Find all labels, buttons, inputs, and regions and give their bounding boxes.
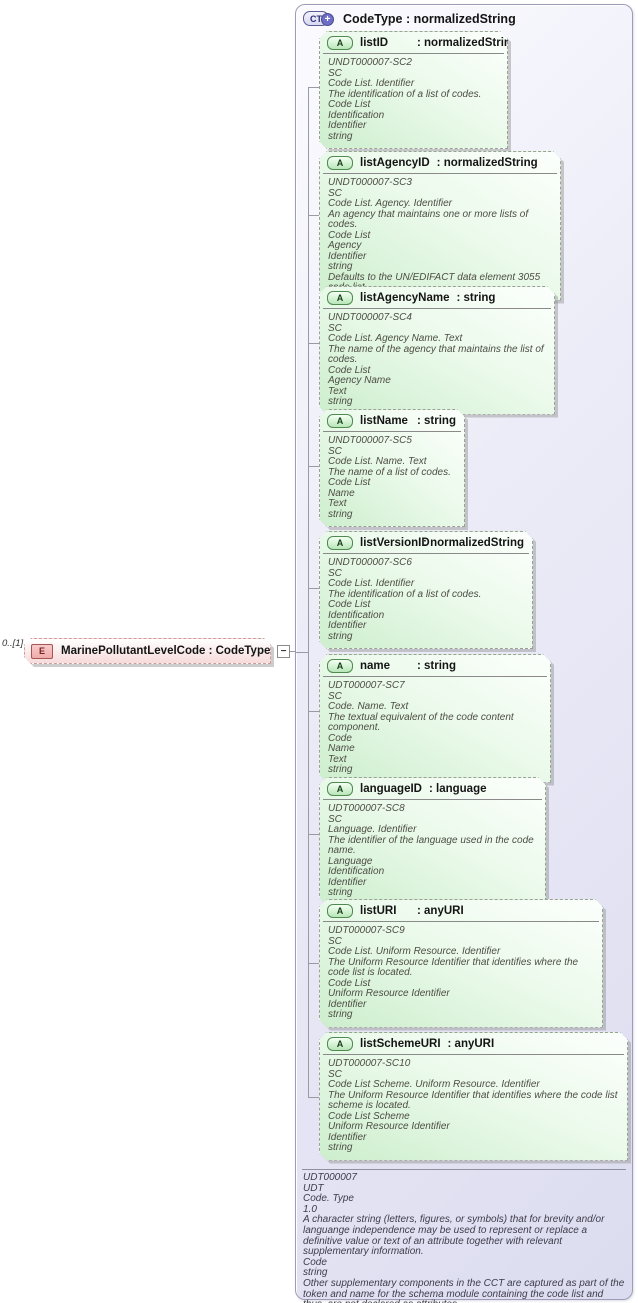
attribute-box-listid[interactable]: A listID : normalizedString UNDT000007-S… — [319, 31, 508, 149]
element-label: MarinePollutantLevelCode : CodeType — [61, 645, 271, 657]
divider — [323, 53, 504, 54]
attribute-annotation: UDT000007-SC9 SC Code List. Uniform Reso… — [328, 925, 579, 1020]
attribute-type: : string — [456, 292, 496, 304]
element-box-marinepollutantlevelcode[interactable]: E MarinePollutantLevelCode : CodeType — [24, 638, 271, 664]
attribute-annotation: UNDT000007-SC4 SC Code List. Agency Name… — [328, 312, 544, 407]
attribute-annotation: UDT000007-SC10 SC Code List Scheme. Unif… — [328, 1058, 618, 1153]
connector-line — [308, 215, 319, 216]
divider — [323, 921, 599, 922]
connector-line — [308, 343, 319, 344]
footer-divider — [302, 1169, 626, 1170]
attribute-name: listVersionID — [360, 537, 430, 549]
divider — [323, 799, 542, 800]
attribute-box-languageid[interactable]: A languageID : language UDT000007-SC8 SC… — [319, 777, 546, 906]
complextype-icon: CT + — [303, 11, 334, 26]
attribute-annotation: UDT000007-SC7 SC Code. Name. Text The te… — [328, 680, 514, 775]
collapse-toggle-button[interactable]: − — [277, 645, 290, 658]
attribute-box-listversionid[interactable]: A listVersionID : normalizedString UNDT0… — [319, 531, 533, 649]
connector-line — [308, 1097, 319, 1098]
complextype-annotation: UDT000007 UDT Code. Type 1.0 A character… — [303, 1172, 625, 1303]
divider — [323, 308, 551, 309]
connector-line — [308, 711, 319, 712]
attribute-name: listAgencyID — [360, 157, 430, 169]
attribute-annotation: UDT000007-SC8 SC Language. Identifier Th… — [328, 803, 534, 898]
plus-icon: + — [321, 13, 334, 26]
attribute-icon: A — [327, 291, 353, 305]
divider — [323, 1054, 624, 1055]
attribute-annotation: UNDT000007-SC2 SC Code List. Identifier … — [328, 57, 482, 142]
attribute-name: listID — [360, 37, 389, 49]
complextype-box-codetype[interactable]: CT + CodeType : normalizedString A listI… — [295, 4, 633, 1303]
divider — [323, 553, 529, 554]
attribute-name: listAgencyName — [360, 292, 450, 304]
attribute-box-name[interactable]: A name : string UDT000007-SC7 SC Code. N… — [319, 654, 551, 783]
attribute-icon: A — [327, 156, 353, 170]
element-icon: E — [31, 644, 53, 659]
attribute-type: : string — [417, 660, 456, 672]
attribute-name: listURI — [360, 905, 397, 917]
connector-line — [308, 87, 319, 88]
attribute-icon: A — [327, 659, 353, 673]
complextype-icon-label: CT — [310, 13, 322, 24]
attribute-box-listagencyname[interactable]: A listAgencyName : string UNDT000007-SC4… — [319, 286, 555, 415]
attribute-annotation: UNDT000007-SC3 SC Code List. Agency. Ide… — [328, 177, 541, 283]
attribute-type: : normalizedString — [417, 37, 518, 49]
attribute-type: : string — [417, 415, 456, 427]
attribute-icon: A — [327, 414, 353, 428]
divider — [323, 676, 547, 677]
connector-line — [296, 652, 308, 653]
attribute-box-listschemeuri[interactable]: A listSchemeURI : anyURI UDT000007-SC10 … — [319, 1032, 628, 1161]
attribute-type: : normalizedString — [423, 537, 524, 549]
connector-line — [308, 963, 319, 964]
attribute-name: languageID — [360, 783, 422, 795]
attribute-icon: A — [327, 1037, 353, 1051]
cardinality-label: 0..[1] — [2, 638, 24, 649]
attribute-annotation: UNDT000007-SC5 SC Code List. Name. Text … — [328, 435, 451, 520]
attribute-type: : anyURI — [417, 905, 464, 917]
divider — [323, 431, 461, 432]
attribute-name: listName — [360, 415, 408, 427]
attribute-type: : language — [428, 783, 487, 795]
attribute-type: : anyURI — [447, 1038, 495, 1050]
attribute-icon: A — [327, 904, 353, 918]
connector-spine-line — [308, 87, 309, 1098]
attribute-icon: A — [327, 782, 353, 796]
attribute-name: name — [360, 660, 391, 672]
attribute-box-listagencyid[interactable]: A listAgencyID : normalizedString UNDT00… — [319, 151, 561, 301]
attribute-type: : normalizedString — [436, 157, 538, 169]
complextype-title: CodeType : normalizedString — [343, 11, 516, 26]
connector-line — [308, 466, 319, 467]
complextype-header: CT + CodeType : normalizedString — [303, 11, 516, 26]
attribute-box-listuri[interactable]: A listURI : anyURI UDT000007-SC9 SC Code… — [319, 899, 603, 1028]
attribute-icon: A — [327, 36, 353, 50]
connector-line — [290, 651, 296, 652]
divider — [323, 173, 557, 174]
attribute-annotation: UNDT000007-SC6 SC Code List. Identifier … — [328, 557, 482, 642]
attribute-box-listname[interactable]: A listName : string UNDT000007-SC5 SC Co… — [319, 409, 465, 527]
attribute-name: listSchemeURI — [360, 1038, 441, 1050]
connector-line — [308, 834, 319, 835]
connector-line — [308, 588, 319, 589]
attribute-icon: A — [327, 536, 353, 550]
